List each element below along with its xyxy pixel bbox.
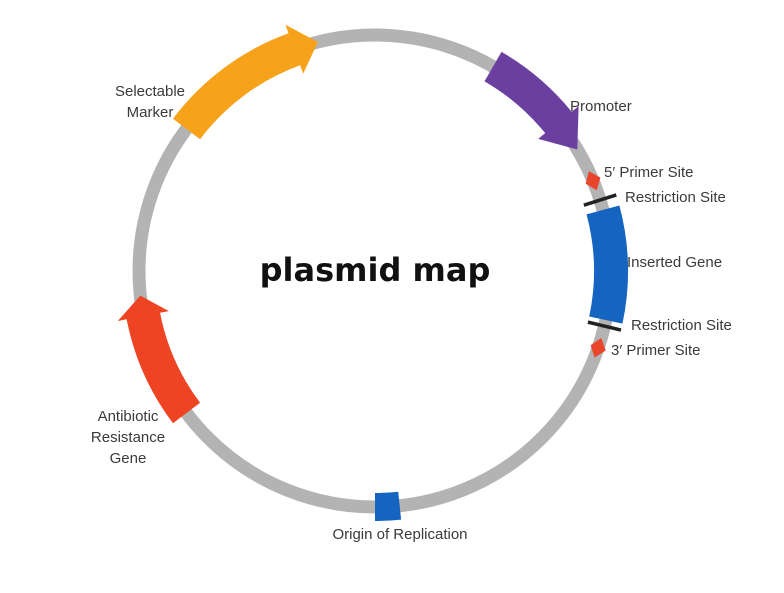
- primer-site-3-marker: [590, 338, 606, 358]
- promoter-label: Promoter: [570, 98, 632, 115]
- primer-site-5-marker: [585, 171, 601, 191]
- antibiotic-label-line1: Antibiotic: [98, 408, 159, 425]
- selectable-marker-arrow: [172, 24, 318, 140]
- antibiotic-label-line3: Gene: [110, 450, 147, 467]
- inserted-gene-label: Inserted Gene: [627, 254, 722, 271]
- origin-of-replication-block: [375, 491, 402, 521]
- antibiotic-resistance-arrow: [117, 295, 201, 424]
- promoter-arrow: [484, 51, 579, 150]
- antibiotic-label-line2: Resistance: [91, 429, 165, 446]
- selectable-marker-label-line1: Selectable: [115, 83, 185, 100]
- primer-site-5-label: 5′ Primer Site: [604, 164, 694, 181]
- restriction-site-2-tick: [587, 320, 622, 332]
- inserted-gene-block: [586, 205, 628, 324]
- restriction-site-2-label: Restriction Site: [631, 317, 732, 334]
- primer-site-3-label: 3′ Primer Site: [611, 342, 701, 359]
- restriction-site-1-tick: [583, 193, 617, 207]
- diagram-title: plasmid map: [260, 251, 491, 289]
- restriction-site-1-label: Restriction Site: [625, 189, 726, 206]
- selectable-marker-label-line2: Marker: [127, 104, 174, 121]
- origin-of-replication-label: Origin of Replication: [332, 526, 467, 543]
